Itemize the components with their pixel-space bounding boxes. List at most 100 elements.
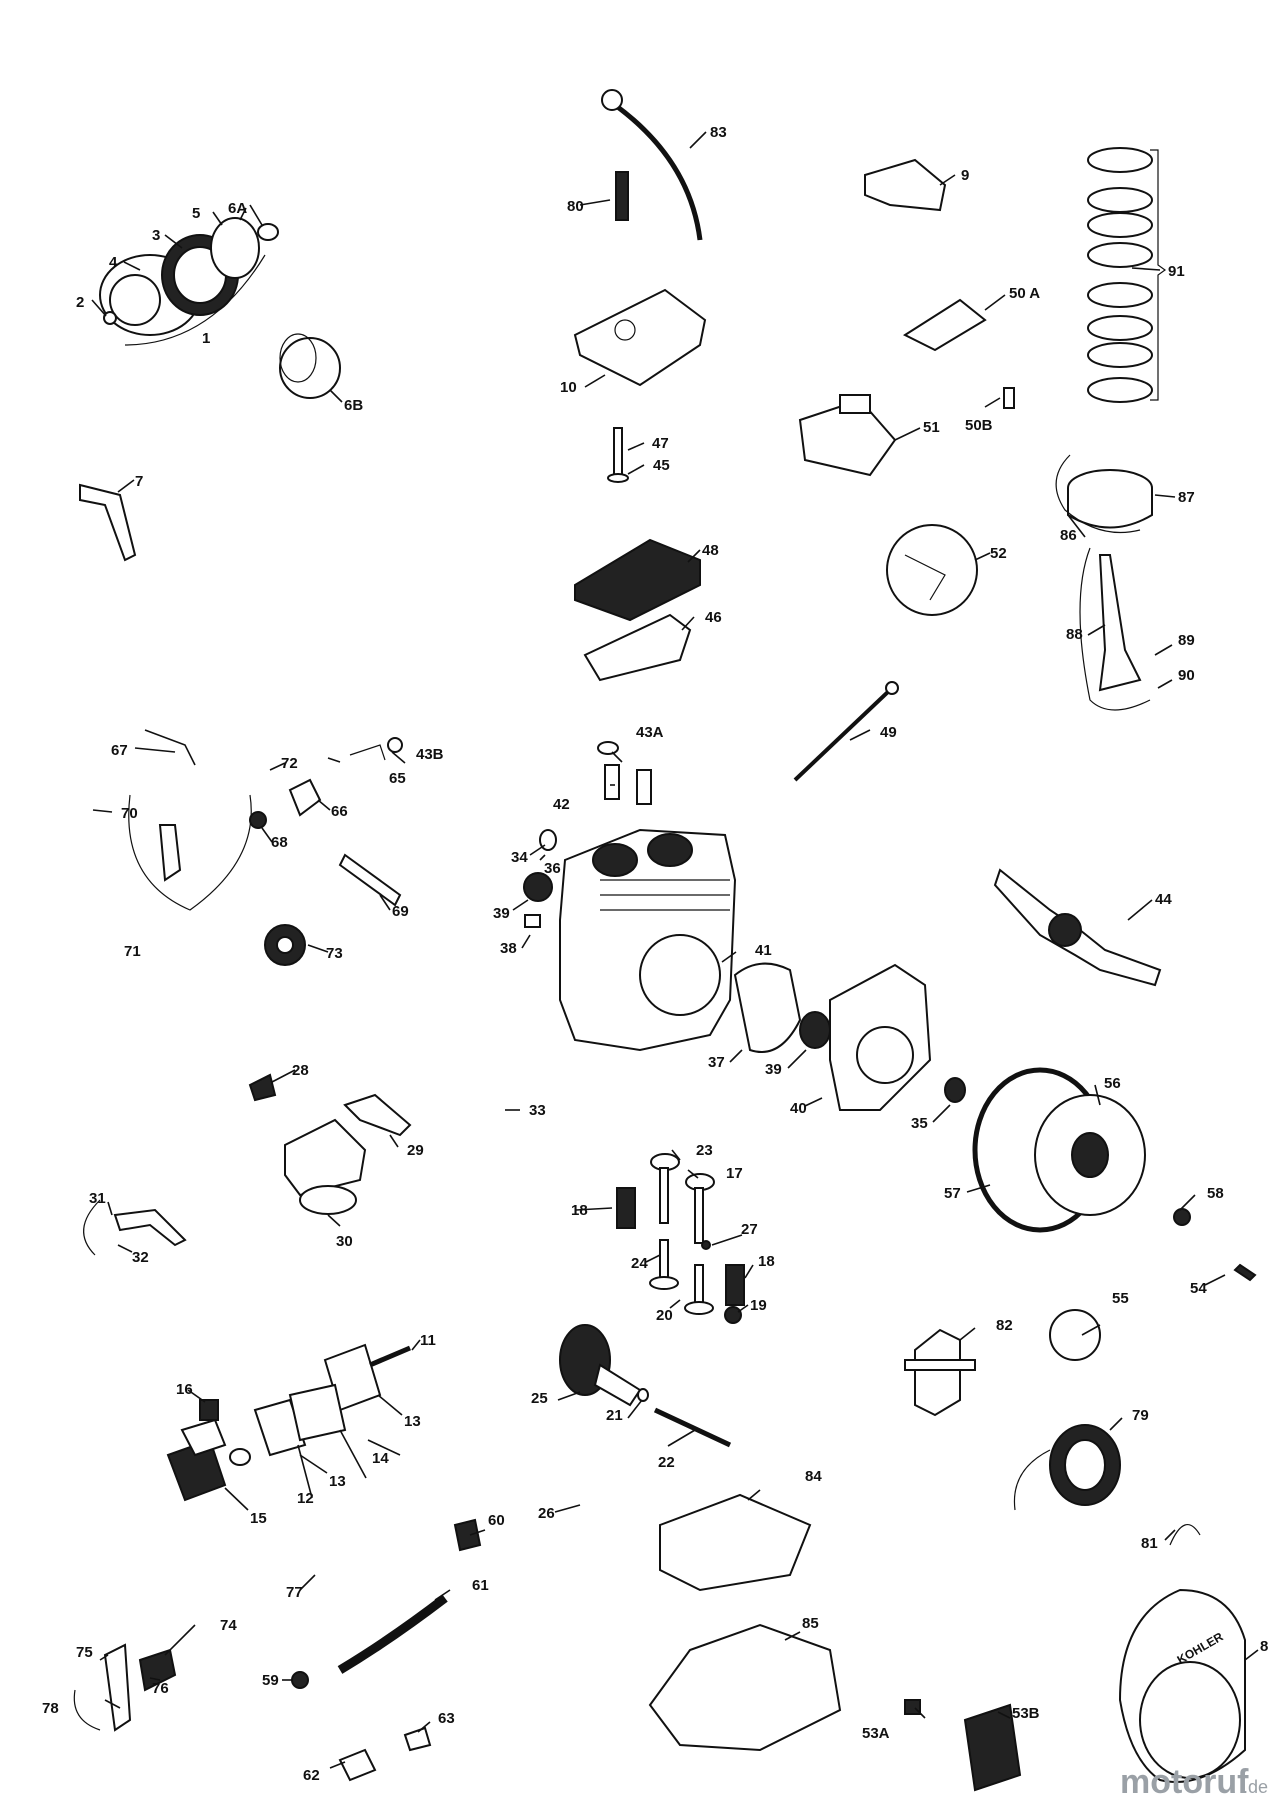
label-61: 61 (472, 1577, 489, 1594)
label-26: 26 (538, 1505, 555, 1522)
ignition-coil-82 (904, 1328, 976, 1417)
governor-gear-73 (264, 924, 306, 966)
label-55: 55 (1112, 1290, 1129, 1307)
label-4: 4 (109, 254, 118, 271)
fuel-pump-group-74-78 (73, 1643, 177, 1732)
cylinder-head-48 (574, 538, 701, 622)
label-59: 59 (262, 1672, 279, 1689)
label-73: 73 (326, 945, 343, 962)
label-80: 80 (567, 198, 584, 215)
gasket-84 (659, 1493, 812, 1592)
label-51: 51 (923, 419, 940, 436)
governor-linkage (128, 729, 403, 911)
valve-guides-42 (597, 741, 652, 805)
label-90: 90 (1178, 667, 1195, 684)
shroud-9 (864, 158, 947, 212)
label-88: 88 (1066, 626, 1083, 643)
push-rod-49 (793, 681, 899, 782)
label-50b: 50B (965, 417, 993, 434)
label-63: 63 (438, 1710, 455, 1727)
label-30: 30 (336, 1233, 353, 1250)
label-54: 54 (1190, 1280, 1207, 1297)
label-15: 15 (250, 1510, 267, 1527)
label-5: 5 (192, 205, 200, 222)
label-16: 16 (176, 1381, 193, 1398)
label-12: 12 (297, 1490, 314, 1507)
label-21: 21 (606, 1407, 623, 1424)
screw-47-washer-45 (607, 427, 629, 483)
label-9: 9 (961, 167, 969, 184)
key-54 (1233, 1263, 1257, 1282)
label-31: 31 (89, 1190, 106, 1207)
spark-plug-lead-83 (601, 89, 703, 241)
label-6b: 6B (344, 397, 363, 414)
label-28: 28 (292, 1062, 309, 1079)
label-50a: 50 A (1009, 285, 1040, 302)
label-13-upper: 13 (404, 1413, 421, 1430)
lead-81 (1169, 1524, 1201, 1546)
flywheel-56 (1034, 1094, 1146, 1216)
label-20: 20 (656, 1307, 673, 1324)
label-83: 83 (710, 124, 727, 141)
label-33: 33 (529, 1102, 546, 1119)
piston-87 (1067, 469, 1153, 529)
label-84: 84 (805, 1468, 822, 1485)
label-39-right: 39 (765, 1061, 782, 1078)
label-48: 48 (702, 542, 719, 559)
label-71: 71 (124, 943, 141, 960)
label-78: 78 (42, 1700, 59, 1717)
label-19: 19 (750, 1297, 767, 1314)
watermark: motoruf .de (1120, 1763, 1268, 1800)
label-82: 82 (996, 1317, 1013, 1334)
label-43b: 43B (416, 746, 444, 763)
label-58: 58 (1207, 1185, 1224, 1202)
spark-plug-80 (615, 171, 629, 221)
part-labels: 1 2 3 4 5 6A 6B 7 8 9 10 11 12 13 13 14 … (42, 124, 1268, 1784)
plate-50a (902, 298, 987, 352)
label-76: 76 (152, 1680, 169, 1697)
brush-kit-52 (886, 524, 978, 616)
label-65: 65 (389, 770, 406, 787)
watermark-suffix: .de (1243, 1777, 1268, 1797)
pin-22 (653, 1407, 732, 1448)
label-67: 67 (111, 742, 128, 759)
baffle-10 (573, 288, 707, 387)
label-38: 38 (500, 940, 517, 957)
label-56: 56 (1104, 1075, 1121, 1092)
label-45: 45 (653, 457, 670, 474)
label-53b: 53B (1012, 1705, 1040, 1722)
label-18-left: 18 (571, 1202, 588, 1219)
label-23: 23 (696, 1142, 713, 1159)
label-24: 24 (631, 1255, 648, 1272)
crankshaft-44 (993, 868, 1162, 987)
label-22: 22 (658, 1454, 675, 1471)
label-42: 42 (553, 796, 570, 813)
label-75: 75 (76, 1644, 93, 1661)
label-2: 2 (76, 294, 84, 311)
label-41: 41 (755, 942, 772, 959)
label-87: 87 (1178, 489, 1195, 506)
label-27: 27 (741, 1221, 758, 1238)
breather-hose-61 (337, 1594, 448, 1674)
seal-35 (944, 1077, 966, 1103)
label-86: 86 (1060, 527, 1077, 544)
label-62: 62 (303, 1767, 320, 1784)
label-79: 79 (1132, 1407, 1149, 1424)
label-8: 8 (1260, 1638, 1268, 1655)
stator-79 (1013, 1424, 1121, 1511)
label-25: 25 (531, 1390, 548, 1407)
label-37: 37 (708, 1054, 725, 1071)
precleaner-6b (279, 333, 341, 399)
label-91: 91 (1168, 263, 1185, 280)
label-60: 60 (488, 1512, 505, 1529)
label-29: 29 (407, 1142, 424, 1159)
label-53a: 53A (862, 1725, 890, 1742)
elbow-60 (453, 1518, 482, 1552)
pin-50b (1003, 387, 1015, 409)
label-32: 32 (132, 1249, 149, 1266)
label-77: 77 (286, 1584, 303, 1601)
rectifier-53a (904, 1699, 921, 1715)
label-49: 49 (880, 724, 897, 741)
cylinder-block-41 (559, 828, 737, 1052)
terminal-62-63 (338, 1726, 432, 1782)
